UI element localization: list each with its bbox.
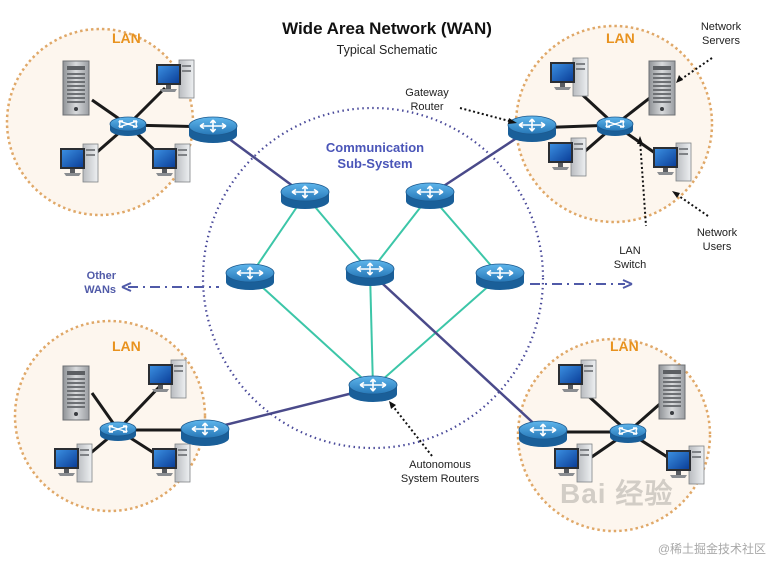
other-wans-arrows [121, 279, 633, 292]
lan-label-bottom-right: LAN [610, 338, 639, 354]
gateway-router-label: Gateway Router [405, 87, 449, 113]
lan-switch-icon [99, 421, 137, 442]
router-icon [180, 419, 230, 447]
lan-switch-icon [596, 116, 634, 137]
lan-top-left [59, 59, 238, 183]
annotation-arrowheads [389, 75, 683, 409]
router-icon [405, 182, 455, 210]
lan-circle-bottom-left [13, 319, 207, 513]
diagram-title: Wide Area Network (WAN) [282, 19, 492, 38]
router-icon [188, 116, 238, 144]
server-tower-icon [62, 60, 90, 116]
annotation-arrows [391, 57, 713, 457]
lan-label-top-left: LAN [112, 30, 141, 46]
router-icon [518, 420, 568, 448]
router-icon [225, 263, 275, 291]
server-tower-icon [62, 365, 90, 421]
lan-bottom-right [518, 359, 705, 485]
autonomous-system-routers-label: Autonomous System Routers [400, 459, 480, 485]
network-users-label: Network Users [696, 227, 738, 253]
site-watermark: @稀土掘金技术社区 [657, 542, 766, 556]
lan-switch-icon [609, 423, 647, 444]
router-icon [348, 375, 398, 403]
server-tower-icon [658, 364, 686, 420]
lan-label-bottom-left: LAN [112, 338, 141, 354]
wan-circle [201, 106, 545, 450]
diagram-subtitle: Typical Schematic [336, 43, 438, 57]
communication-subsystem-label: Communication Sub-System [325, 140, 425, 171]
network-servers-label: Network Servers [700, 21, 742, 47]
gateway-router-icon [507, 115, 557, 143]
server-tower-icon [648, 60, 676, 116]
lan-label-top-right: LAN [606, 30, 635, 46]
router-icon [475, 263, 525, 291]
lan-switch-icon [109, 116, 147, 137]
baidu-watermark: Bai 经验 [560, 478, 674, 509]
lan-switch-label: LAN Switch [613, 245, 647, 271]
router-icon [280, 182, 330, 210]
other-wans-label: Other WANs [84, 270, 116, 296]
router-icon [345, 259, 395, 287]
lan-bottom-left [53, 359, 230, 483]
